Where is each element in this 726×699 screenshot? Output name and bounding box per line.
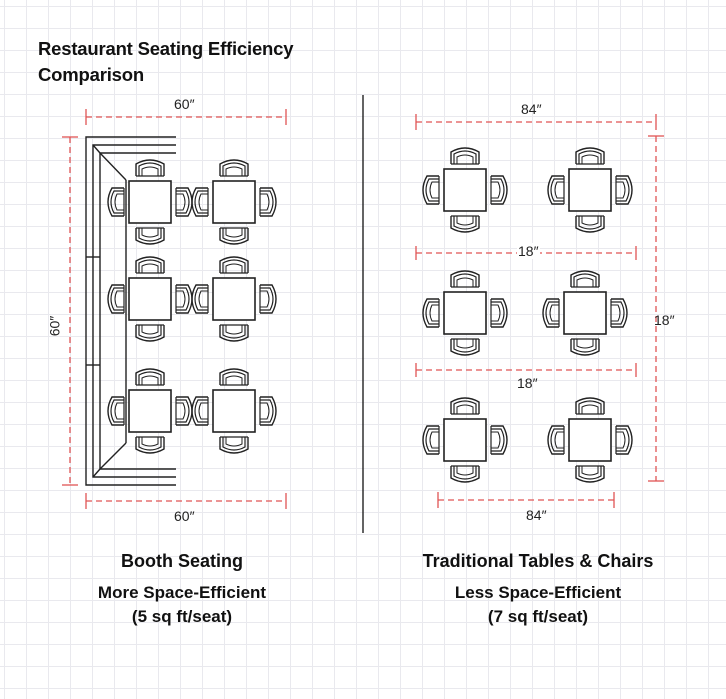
title-line-1: Restaurant Seating Efficiency xyxy=(38,38,294,59)
booth-dim-bottom: 60″ xyxy=(174,508,195,524)
traditional-table-2 xyxy=(548,148,632,232)
traditional-dim-top: 84″ xyxy=(521,101,542,117)
booth-efficiency: More Space-Efficient xyxy=(97,583,267,602)
traditional-table-3 xyxy=(423,271,507,355)
traditional-table-4 xyxy=(543,271,627,355)
traditional-dim-gap-2: 18″ xyxy=(517,375,538,391)
booth-dim-top: 60″ xyxy=(174,96,195,112)
booth-caption: Booth Seating More Space-Efficient (5 sq… xyxy=(62,551,302,629)
traditional-rate: (7 sq ft/seat) xyxy=(487,607,589,626)
booth-table-4 xyxy=(192,257,276,341)
traditional-efficiency: Less Space-Efficient xyxy=(454,583,622,602)
traditional-table-6 xyxy=(548,398,632,482)
booth-dim-left: 60″ xyxy=(46,315,63,337)
traditional-table-1 xyxy=(423,148,507,232)
booth-tables xyxy=(108,160,276,453)
traditional-dim-gap-1: 18″ xyxy=(517,243,540,259)
booth-bench xyxy=(85,136,176,486)
booth-dimensions xyxy=(62,109,287,509)
title-line-2: Comparison xyxy=(38,64,144,85)
traditional-dim-bottom: 84″ xyxy=(526,507,547,523)
traditional-table-5 xyxy=(423,398,507,482)
traditional-dim-right: 18″ xyxy=(654,312,675,328)
booth-table-5 xyxy=(108,369,192,453)
traditional-heading: Traditional Tables & Chairs xyxy=(422,551,654,571)
booth-rate: (5 sq ft/seat) xyxy=(131,607,233,626)
booth-table-6 xyxy=(192,369,276,453)
booth-table-3 xyxy=(108,257,192,341)
booth-table-1 xyxy=(108,160,192,244)
booth-heading: Booth Seating xyxy=(121,551,243,571)
traditional-caption: Traditional Tables & Chairs Less Space-E… xyxy=(402,551,674,629)
traditional-tables xyxy=(423,148,632,482)
diagram-title: Restaurant Seating Efficiency Comparison xyxy=(38,36,358,88)
booth-table-2 xyxy=(192,160,276,244)
